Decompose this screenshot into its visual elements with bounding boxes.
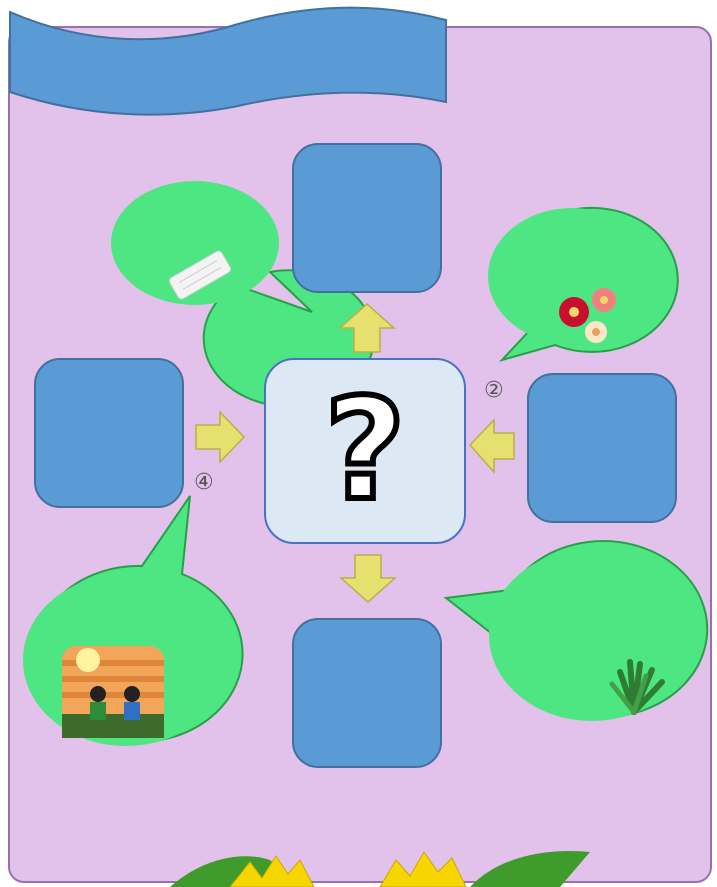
- arrow-right: [196, 412, 244, 462]
- marker-four: ④: [194, 472, 214, 494]
- speech-bubble-bottom-right: [446, 541, 707, 721]
- center-question-box: ?: [264, 358, 466, 544]
- box-left: [34, 358, 184, 508]
- marker-two: ②: [484, 380, 504, 402]
- sunset-shouting-people-icon: [62, 646, 164, 738]
- box-bottom: [292, 618, 442, 768]
- speech-bubble-top-right: [488, 208, 678, 360]
- arrow-left: [470, 420, 514, 472]
- box-right: [527, 373, 677, 523]
- sunflower-decoration: [170, 851, 590, 887]
- question-mark-symbol: ?: [324, 381, 405, 521]
- box-top: [292, 143, 442, 293]
- arrow-down: [341, 555, 395, 602]
